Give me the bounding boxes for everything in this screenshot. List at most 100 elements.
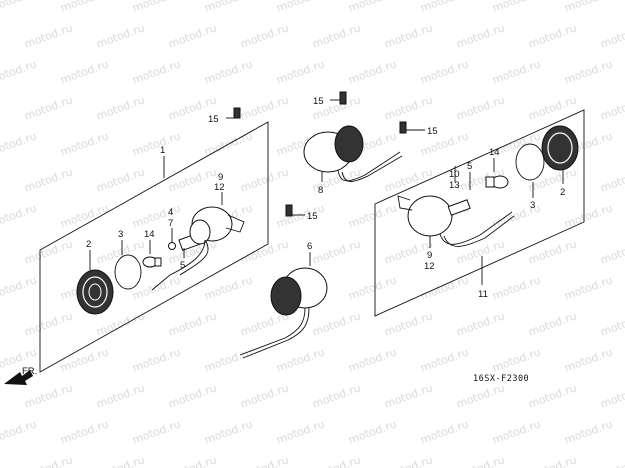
watermark-text: motod.ru (419, 273, 471, 302)
watermark-text: motod.ru (275, 201, 327, 230)
watermark-text: motod.ru (95, 93, 147, 122)
watermark-text: motod.ru (0, 57, 38, 86)
watermark-text: motod.ru (203, 57, 255, 86)
front-arrow-label: FR. (22, 366, 37, 377)
watermark-text: motod.ru (563, 201, 615, 230)
watermark-text: motod.ru (275, 345, 327, 374)
watermark-text: motod.ru (455, 381, 507, 410)
callout-10: 10 (449, 169, 460, 180)
callout-15-middle: 15 (307, 211, 318, 222)
callout-5-left: 5 (180, 260, 185, 271)
callout-3-right: 3 (530, 200, 535, 211)
callout-2-left: 2 (86, 239, 91, 250)
watermark-text: motod.ru (455, 309, 507, 338)
watermark-text: motod.ru (167, 309, 219, 338)
watermark-text: motod.ru (347, 201, 399, 230)
callout-14-right: 14 (489, 147, 500, 158)
screw-top-right (399, 121, 425, 134)
watermark-text: motod.ru (599, 309, 625, 338)
watermark-text: motod.ru (203, 345, 255, 374)
screw-middle (285, 204, 305, 217)
watermark-text: motod.ru (563, 345, 615, 374)
watermark-text: motod.ru (527, 381, 579, 410)
callout-3-left: 3 (118, 229, 123, 240)
watermark-text: motod.ru (23, 237, 75, 266)
callout-13: 13 (449, 180, 460, 191)
watermark-text: motod.ru (383, 93, 435, 122)
watermark-text: motod.ru (95, 309, 147, 338)
watermark-text: motod.ru (419, 345, 471, 374)
watermark-text: motod.ru (383, 21, 435, 50)
watermark-text: motod.ru (95, 381, 147, 410)
lamp-center-top (303, 125, 403, 182)
watermark-text: motod.ru (167, 21, 219, 50)
watermark-text: motod.ru (131, 417, 183, 446)
watermark-text: motod.ru (275, 57, 327, 86)
watermark-text: motod.ru (563, 0, 615, 15)
watermark-text: motod.ru (0, 129, 38, 158)
watermark-text: motod.ru (0, 273, 38, 302)
lens-left (76, 269, 114, 315)
watermark-text: motod.ru (95, 21, 147, 50)
watermark-text: motod.ru (239, 21, 291, 50)
watermark-text: motod.ru (491, 345, 543, 374)
bulb-right (485, 175, 509, 189)
watermark-text: motod.ru (167, 381, 219, 410)
watermark-text: motod.ru (347, 417, 399, 446)
watermark-text: motod.ru (347, 345, 399, 374)
watermark-text: motod.ru (491, 273, 543, 302)
watermark-text: motod.ru (347, 273, 399, 302)
watermark-text: motod.ru (563, 57, 615, 86)
watermark-text: motod.ru (599, 21, 625, 50)
watermark-text: motod.ru (527, 165, 579, 194)
watermark-text: motod.ru (599, 165, 625, 194)
watermark-text: motod.ru (383, 453, 435, 468)
watermark-text: motod.ru (239, 237, 291, 266)
callout-15-top-center: 15 (313, 96, 324, 107)
watermark-text: motod.ru (131, 273, 183, 302)
watermark-text: motod.ru (419, 417, 471, 446)
watermark-text: motod.ru (95, 453, 147, 468)
diagram-code: 16SX-F2300 (473, 374, 529, 384)
watermark-text: motod.ru (239, 93, 291, 122)
watermark-text: motod.ru (131, 57, 183, 86)
watermark-text: motod.ru (131, 129, 183, 158)
watermark-text: motod.ru (239, 165, 291, 194)
watermark-text: motod.ru (59, 129, 111, 158)
lens-right (541, 125, 579, 171)
callout-4: 4 (168, 207, 173, 218)
assembly-box-left (39, 121, 269, 373)
watermark-text: motod.ru (311, 309, 363, 338)
watermark-text: motod.ru (0, 0, 38, 15)
screw-top-left (226, 107, 241, 119)
watermark-text: motod.ru (239, 381, 291, 410)
watermark-text: motod.ru (455, 237, 507, 266)
watermark-text: motod.ru (239, 453, 291, 468)
watermark-text: motod.ru (23, 309, 75, 338)
watermark-text: motod.ru (203, 0, 255, 15)
watermark-text: motod.ru (23, 93, 75, 122)
watermark-text: motod.ru (455, 453, 507, 468)
watermark-text: motod.ru (59, 57, 111, 86)
watermark-text: motod.ru (383, 309, 435, 338)
callout-12-right: 12 (424, 261, 435, 272)
gasket-right (515, 143, 545, 181)
watermark-text: motod.ru (311, 237, 363, 266)
watermark-text: motod.ru (23, 21, 75, 50)
watermark-text: motod.ru (131, 345, 183, 374)
watermark-text: motod.ru (563, 417, 615, 446)
watermark-text: motod.ru (383, 381, 435, 410)
callout-1: 1 (160, 145, 165, 156)
watermark-text: motod.ru (347, 57, 399, 86)
callout-9-left: 9 (218, 172, 223, 183)
watermark-text: motod.ru (599, 453, 625, 468)
callout-15-top-right: 15 (427, 126, 438, 137)
screw-top-center (330, 91, 347, 105)
bulb-left (142, 256, 162, 268)
assembly-box-right (374, 109, 585, 317)
watermark-text: motod.ru (131, 0, 183, 15)
watermark-text: motod.ru (527, 237, 579, 266)
watermark-text: motod.ru (59, 345, 111, 374)
watermark-text: motod.ru (203, 273, 255, 302)
